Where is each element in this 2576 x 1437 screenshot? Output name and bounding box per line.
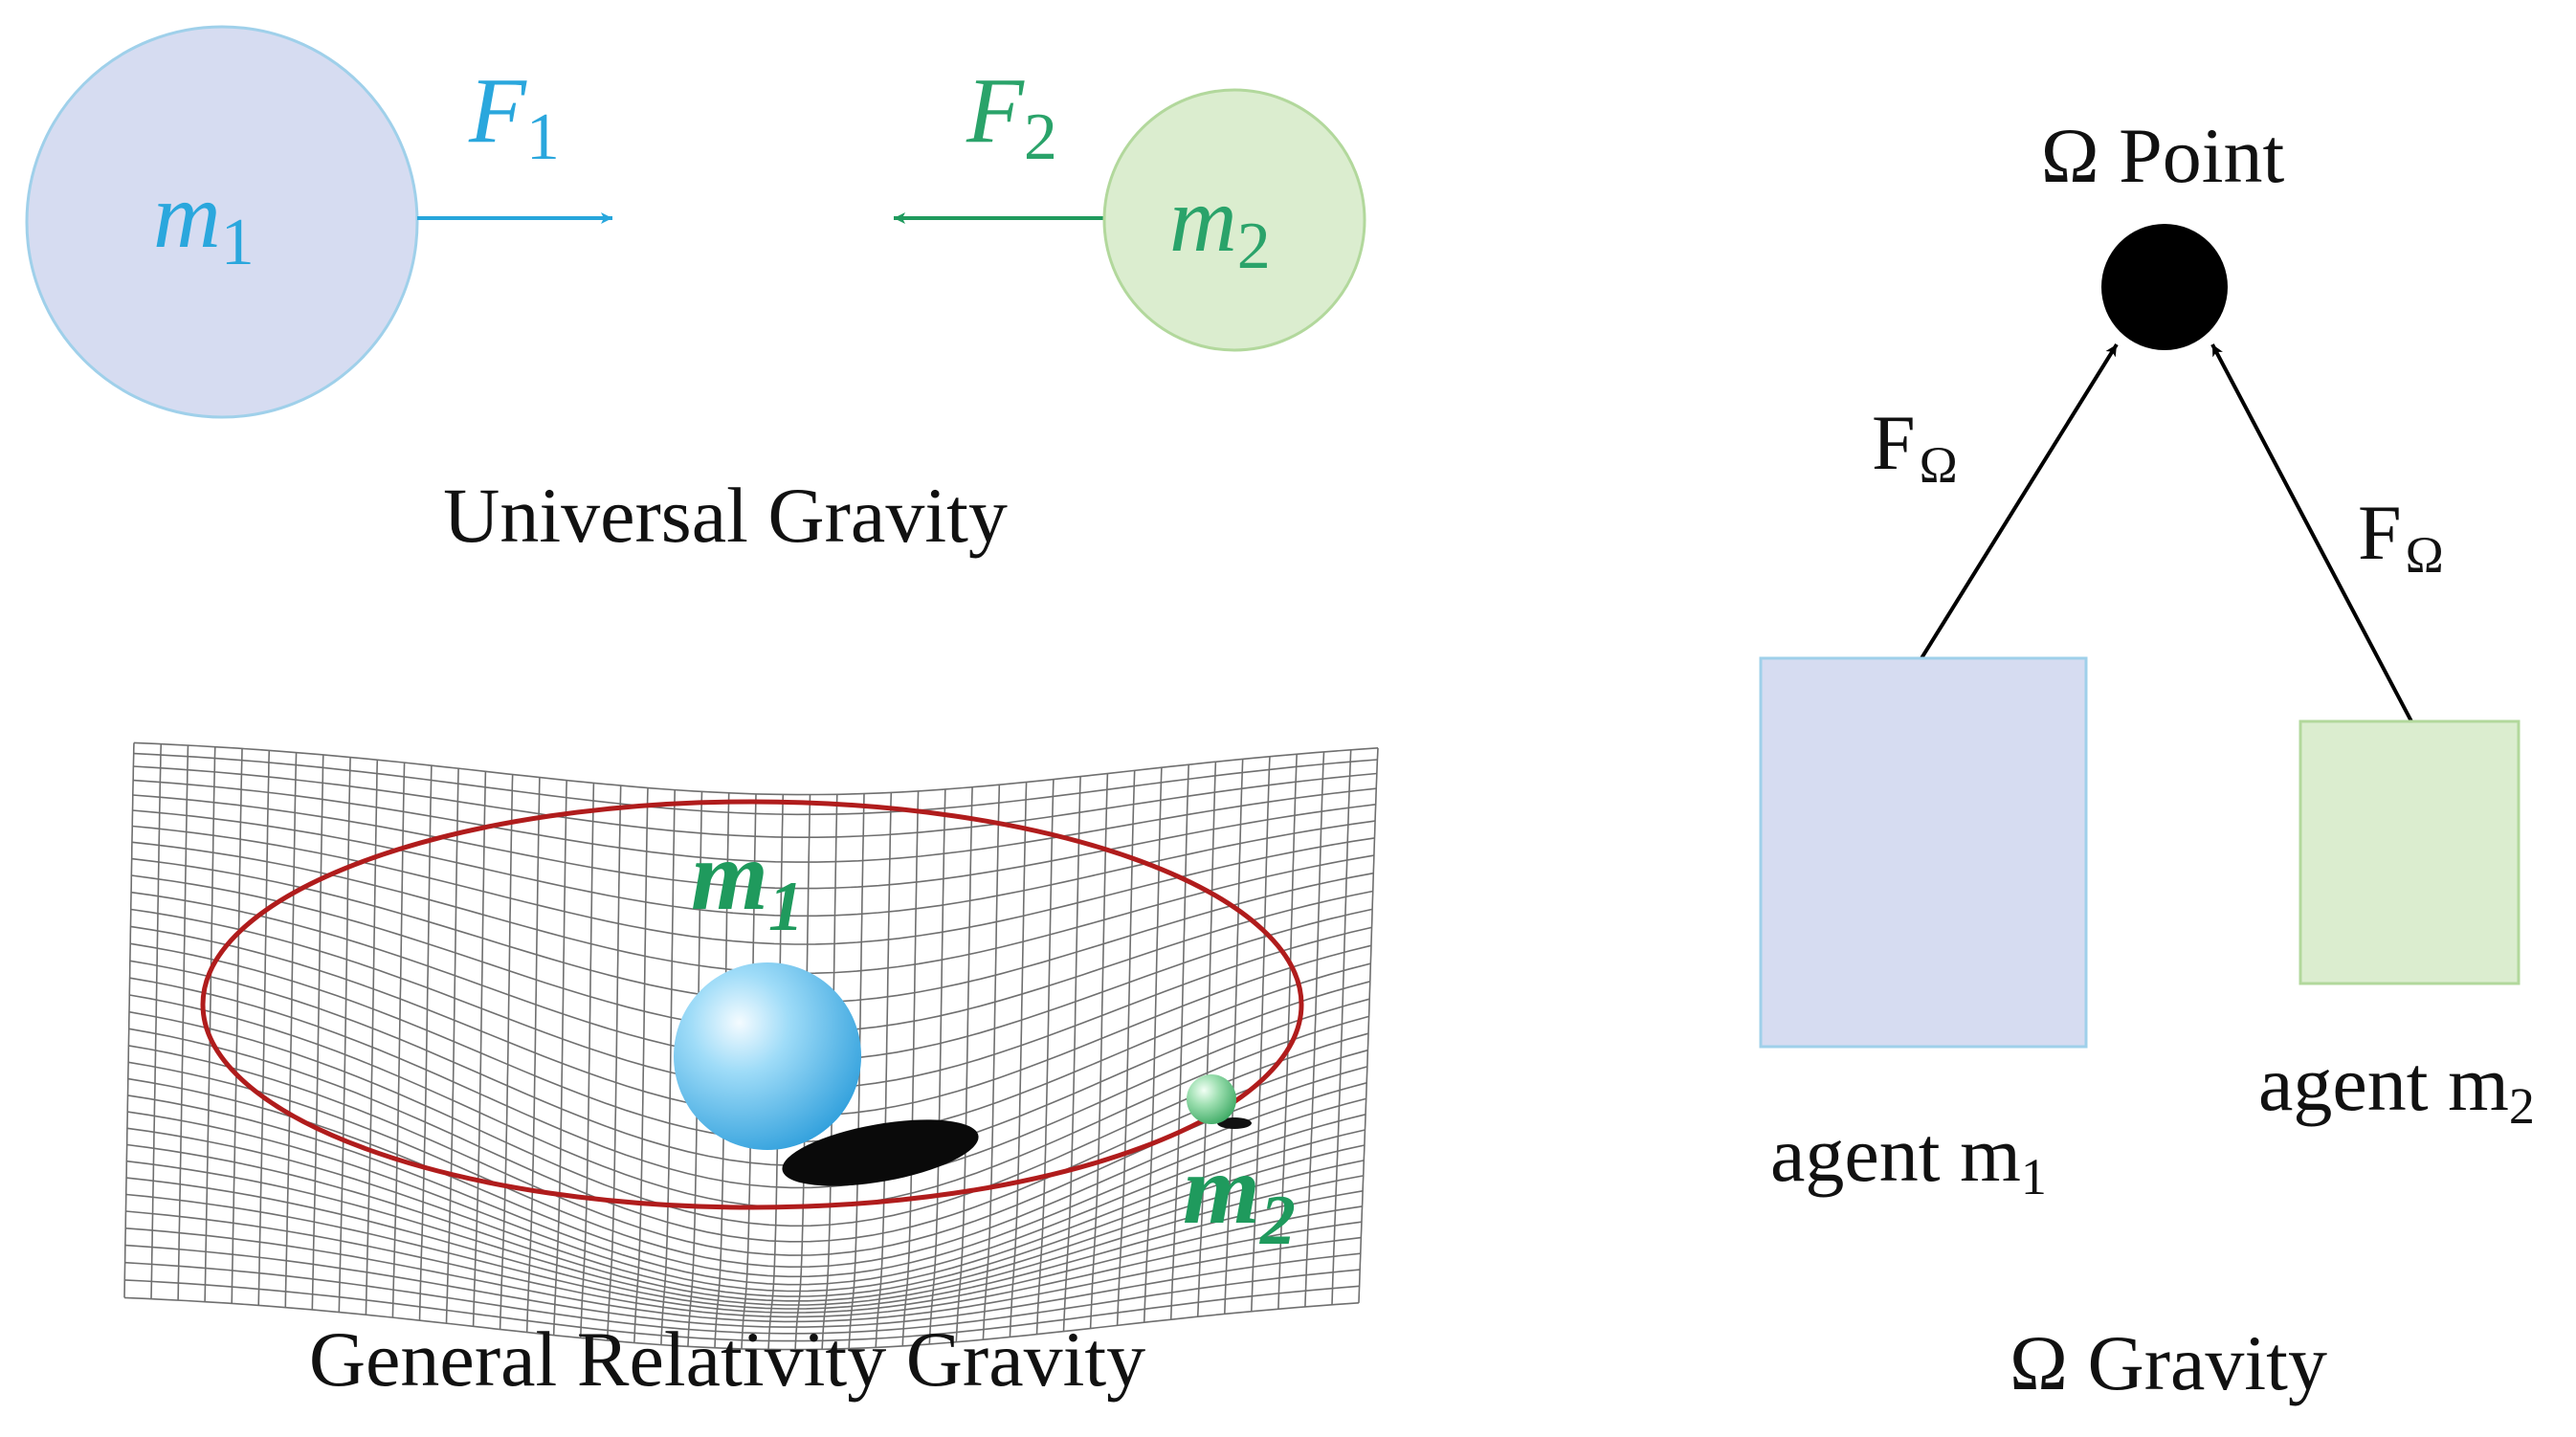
universal-gravity-panel: m1 F1 F2 m2 Universal Gravity xyxy=(25,25,1366,559)
right-force-arrow xyxy=(2210,343,2413,722)
omega-point xyxy=(2101,224,2228,350)
force2-label: F2 xyxy=(966,59,1057,174)
relativity-mass2-label: m2 xyxy=(1183,1135,1296,1260)
omega-gravity-panel: Ω Point FΩ FΩ agent m1 agent m2 Ω Gravit… xyxy=(1759,112,2535,1406)
universal-gravity-caption: Universal Gravity xyxy=(443,472,1008,559)
mass2-sphere xyxy=(1187,1074,1236,1124)
agent1-box xyxy=(1759,656,2088,1049)
right-force-label: FΩ xyxy=(2358,489,2444,584)
force1-label: F1 xyxy=(468,59,560,174)
relativity-mass1-label: m1 xyxy=(691,821,804,946)
agent2-box xyxy=(2298,719,2520,985)
omega-point-label: Ω Point xyxy=(2041,112,2285,199)
mass1-shadow xyxy=(782,1119,979,1186)
mass2-circle xyxy=(1102,88,1366,352)
mass1-circle xyxy=(25,25,419,419)
mass2-label: m2 xyxy=(1169,168,1271,283)
left-force-arrow xyxy=(1920,343,2119,660)
relativity-gravity-caption: General Relativity Gravity xyxy=(309,1315,1145,1403)
left-force-label: FΩ xyxy=(1872,399,1958,494)
agent2-label: agent m2 xyxy=(2258,1040,2535,1135)
agent1-label: agent m1 xyxy=(1770,1111,2047,1205)
relativity-gravity-panel: m1 m2 General Relativity Gravity xyxy=(123,741,1379,1403)
mass2-shadow xyxy=(1217,1117,1252,1129)
spacetime-grid xyxy=(123,741,1379,1351)
omega-gravity-caption: Ω Gravity xyxy=(2010,1319,2327,1406)
orbit-ellipse xyxy=(200,799,1304,1210)
mass1-label: m1 xyxy=(153,165,255,279)
mass1-sphere xyxy=(674,962,861,1150)
